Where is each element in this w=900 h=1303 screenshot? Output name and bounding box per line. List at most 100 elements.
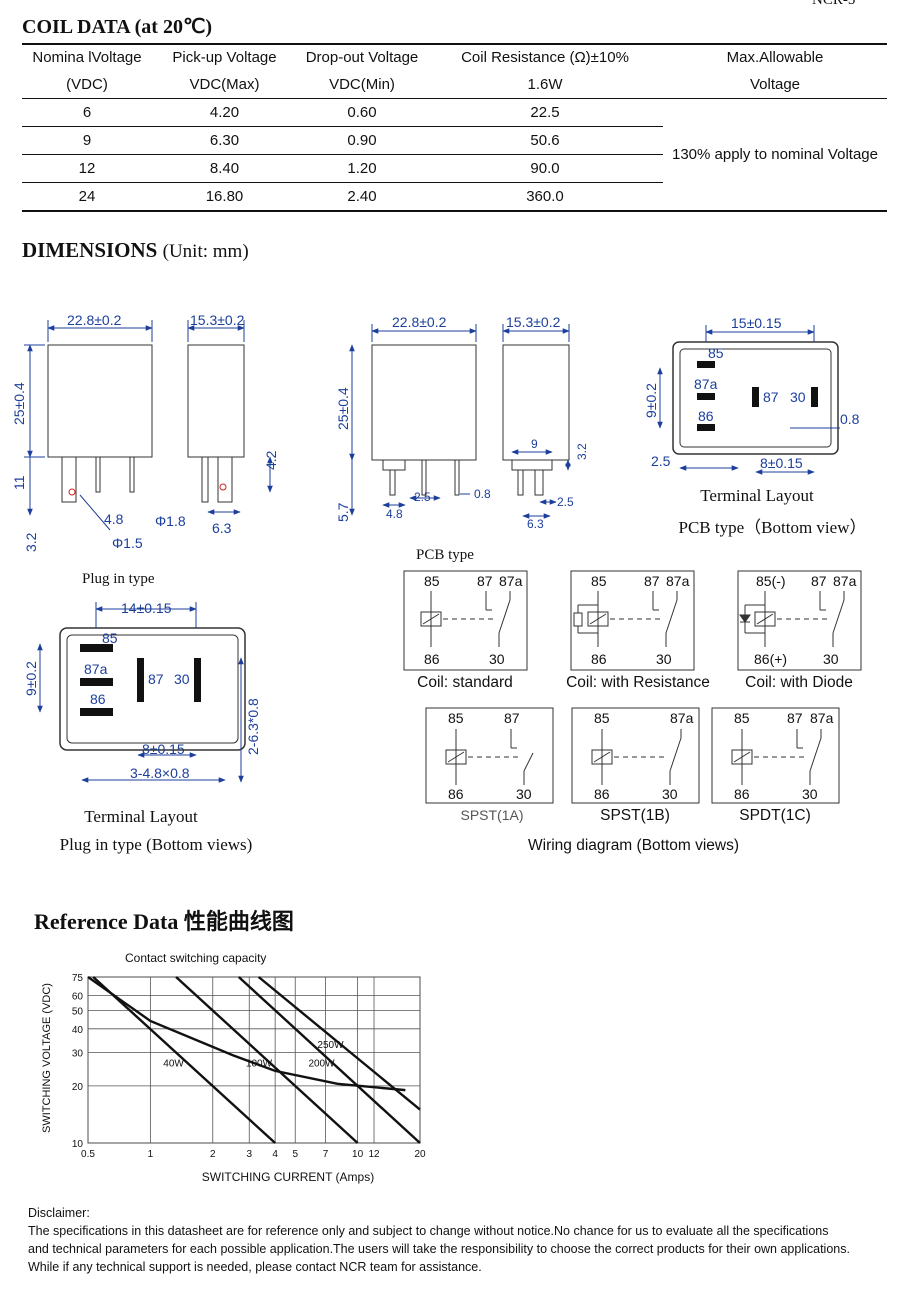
coil-title: COIL DATA (at 20℃) xyxy=(22,16,213,38)
x-tick-label: 4 xyxy=(272,1149,278,1160)
type-caption: SPST(1B) xyxy=(600,807,670,824)
terminal-label: 30 xyxy=(516,786,532,802)
dim-text: 2-6.3*0.8 xyxy=(245,698,261,755)
coil-cell: 6 xyxy=(82,104,92,121)
disclaimer-line: and technical parameters for each possib… xyxy=(28,1242,850,1256)
dim-text: 22.8±0.2 xyxy=(67,312,122,328)
pin-label: 30 xyxy=(174,671,190,687)
coil-header-unit: 1.6W xyxy=(527,76,563,93)
dim-text: 8±0.15 xyxy=(760,455,803,471)
coil-caption: Coil: with Diode xyxy=(745,674,853,691)
coil-cell: 8.40 xyxy=(209,160,240,177)
terminal-label: 85 xyxy=(448,710,464,726)
pin-label: 85 xyxy=(708,345,724,361)
wiring-caption: Wiring diagram (Bottom views) xyxy=(528,837,740,854)
disclaimer: Disclaimer: The specifications in this d… xyxy=(28,1204,888,1276)
x-tick-label: 0.5 xyxy=(81,1149,95,1160)
coil-header-unit: Voltage xyxy=(749,76,801,93)
terminal-label: 87 xyxy=(811,573,827,589)
terminal-label: 86 xyxy=(448,786,464,802)
terminal-label: 87a xyxy=(833,573,857,589)
coil-cell: 360.0 xyxy=(526,188,564,205)
terminal-label: 30 xyxy=(656,651,672,667)
dim-text: 8±0.15 xyxy=(142,741,185,757)
disclaimer-line: While if any technical support is needed… xyxy=(28,1260,482,1274)
dim-text: 9±0.2 xyxy=(643,383,659,418)
terminal-label: 30 xyxy=(802,786,818,802)
terminal-label: 86 xyxy=(424,651,440,667)
reference-title: Reference Data 性能曲线图 xyxy=(34,909,294,934)
pin-label: 87a xyxy=(694,376,718,392)
pin-label: 87 xyxy=(763,389,779,405)
coil-table: Nomina lVoltage Pick-up Voltage Drop-out… xyxy=(22,44,887,212)
dim-text: Φ1.5 xyxy=(112,535,143,551)
x-tick-label: 3 xyxy=(246,1149,252,1160)
y-tick-label: 60 xyxy=(72,991,84,1002)
wiring-pcb-label: PCB type xyxy=(416,547,474,563)
series-label: 250W xyxy=(317,1040,344,1051)
coil-cell: 1.20 xyxy=(347,160,377,177)
dim-text: 9 xyxy=(531,437,538,451)
plug-layout-caption2: Plug in type (Bottom views) xyxy=(59,835,253,854)
x-tick-label: 12 xyxy=(368,1149,380,1160)
disclaimer-line: The specifications in this datasheet are… xyxy=(28,1224,829,1238)
dim-text: 2.5 xyxy=(557,495,574,509)
pcb-layout-caption: Terminal Layout xyxy=(700,486,814,505)
y-tick-label: 20 xyxy=(72,1082,84,1093)
coil-cell: 2.40 xyxy=(347,188,377,205)
terminal-label: 87a xyxy=(499,573,523,589)
x-tick-label: 10 xyxy=(352,1149,364,1160)
type-caption: SPST(1A) xyxy=(460,807,523,823)
coil-cell: 22.5 xyxy=(530,104,560,121)
terminal-label: 87 xyxy=(477,573,493,589)
chart-xlabel: SWITCHING CURRENT (Amps) xyxy=(202,1170,374,1184)
chart-ylabel: SWITCHING VOLTAGE (VDC) xyxy=(41,983,53,1133)
terminal-label: 87 xyxy=(644,573,660,589)
coil-cell: 0.90 xyxy=(347,132,377,149)
dim-text: 6.3 xyxy=(527,517,544,531)
x-tick-label: 7 xyxy=(323,1149,329,1160)
y-tick-label: 10 xyxy=(72,1139,84,1150)
terminal-label: 85 xyxy=(424,573,440,589)
x-tick-label: 20 xyxy=(414,1149,426,1160)
coil-cell: 6.30 xyxy=(209,132,240,149)
plug-layout-caption: Terminal Layout xyxy=(84,807,198,826)
dim-text: 0.8 xyxy=(474,487,491,501)
coil-header: Nomina lVoltage xyxy=(32,49,142,66)
dim-text: 9±0.2 xyxy=(23,661,39,696)
terminal-label: 86 xyxy=(594,786,610,802)
corner-fragment: NCR-5 xyxy=(812,0,856,8)
series-label: 200W xyxy=(308,1058,335,1069)
coil-header-unit: VDC(Max) xyxy=(189,76,260,93)
dim-text: 5.7 xyxy=(335,502,351,522)
coil-header: Pick-up Voltage xyxy=(172,49,277,66)
terminal-label: 30 xyxy=(489,651,505,667)
dim-text: 3.2 xyxy=(575,443,589,460)
coil-caption: Coil: standard xyxy=(417,674,513,691)
coil-caption: Coil: with Resistance xyxy=(566,674,710,691)
x-tick-label: 2 xyxy=(210,1149,216,1160)
dimension-drawings: 22.8±0.2 15.3±0.2 25±0.4 11 3.2 4.8 Φ1.5… xyxy=(11,312,860,552)
coil-cell: 50.6 xyxy=(530,132,560,149)
coil-cell: 24 xyxy=(78,188,96,205)
dim-text: 15.3±0.2 xyxy=(190,312,245,328)
coil-cell: 16.80 xyxy=(205,188,244,205)
dimensions-title: DIMENSIONS (Unit: mm) xyxy=(22,238,249,263)
terminal-label: 30 xyxy=(662,786,678,802)
disclaimer-title: Disclaimer: xyxy=(28,1206,90,1220)
pin-label: 85 xyxy=(102,630,118,646)
dim-text: 15.3±0.2 xyxy=(506,314,561,330)
coil-cell: 9 xyxy=(82,132,92,149)
max-allowable-note: 130% apply to nominal Voltage xyxy=(663,98,887,212)
type-caption: SPDT(1C) xyxy=(739,807,810,824)
pin-label: 86 xyxy=(90,691,106,707)
dim-text: 6.3 xyxy=(212,520,232,536)
coil-cell: 0.60 xyxy=(347,104,377,121)
dim-text: 11 xyxy=(11,475,27,490)
dim-text: 2.5 xyxy=(414,490,431,504)
dim-text: 4.8 xyxy=(104,511,124,527)
terminal-label: 86 xyxy=(734,786,750,802)
wiring-diagrams: 85 87 87a 86 30 85 87 87a 86 30 85(-) 87… xyxy=(403,570,862,824)
terminal-label: 86(+) xyxy=(754,651,787,667)
